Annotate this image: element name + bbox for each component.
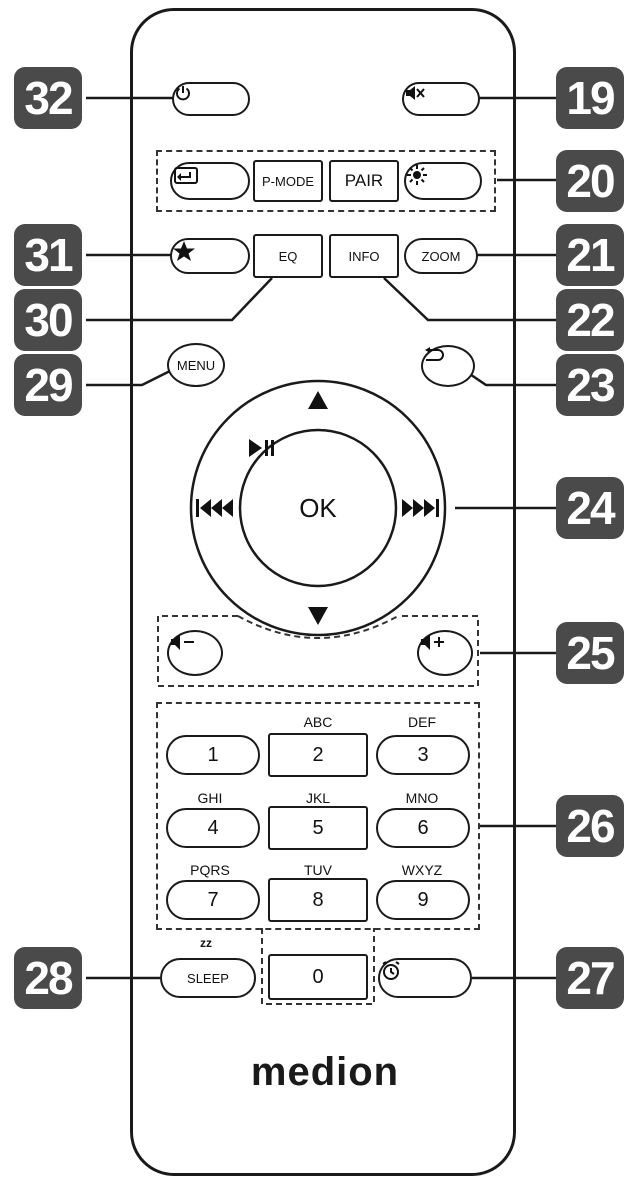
keypad-group-outline: [156, 702, 480, 930]
key-4[interactable]: 4: [166, 808, 260, 848]
callout-25: 25: [556, 622, 624, 684]
key-2-letters: ABC: [303, 714, 333, 730]
key-6-letters: MNO: [405, 790, 439, 806]
key-5-label: 5: [312, 816, 324, 839]
mute-button[interactable]: [402, 82, 480, 116]
mode-switch-icon: [174, 167, 198, 184]
ok-label: OK: [299, 492, 337, 523]
sleep-zz-icon: zz: [200, 936, 212, 950]
zoom-button[interactable]: ZOOM: [404, 238, 478, 274]
key-8-letters: TUV: [304, 862, 332, 878]
key-7-label: 7: [207, 888, 219, 911]
callout-32: 32: [14, 67, 82, 129]
power-button[interactable]: [172, 82, 250, 116]
leader-29: [86, 366, 177, 387]
key-9-letters: WXYZ: [401, 862, 443, 878]
key-2[interactable]: 2: [268, 733, 368, 777]
pmode-label: P-MODE: [262, 173, 314, 189]
eq-label: EQ: [278, 248, 298, 264]
alarm-clock-icon: [382, 961, 400, 980]
callout-19: 19: [556, 67, 624, 129]
key-0-label: 0: [312, 965, 324, 988]
key-7[interactable]: 7: [166, 880, 260, 920]
key-0[interactable]: 0: [268, 954, 368, 1000]
volume-down-icon: [171, 634, 194, 650]
alarm-button[interactable]: [378, 958, 472, 998]
brightness-button[interactable]: [404, 162, 482, 200]
volume-up-icon: [421, 634, 444, 650]
back-button[interactable]: [421, 345, 475, 387]
ok-play-pause-button[interactable]: OK: [248, 438, 388, 578]
key-4-letters: GHI: [197, 790, 223, 806]
zero-key-group-outline: [261, 928, 375, 1005]
callout-24: 24: [556, 477, 624, 539]
leader-30: [86, 277, 273, 322]
info-button[interactable]: INFO: [329, 234, 399, 278]
key-1-label: 1: [207, 743, 219, 766]
key-8-label: 8: [312, 888, 324, 911]
next-track-icon: [402, 499, 439, 517]
callout-23: 23: [556, 354, 624, 416]
zoom-label: ZOOM: [421, 248, 461, 264]
callout-22: 22: [556, 289, 624, 351]
pair-button[interactable]: PAIR: [329, 160, 399, 202]
previous-track-icon: [196, 499, 233, 517]
leader-22: [383, 277, 556, 322]
down-button[interactable]: [298, 600, 338, 630]
key-2-label: 2: [312, 743, 324, 766]
key-5[interactable]: 5: [268, 806, 368, 850]
sleep-label: SLEEP: [187, 970, 229, 986]
favorite-button[interactable]: [170, 238, 250, 274]
key-1[interactable]: 1: [166, 735, 260, 775]
key-9[interactable]: 9: [376, 880, 470, 920]
mode-switch-button[interactable]: [170, 162, 250, 200]
callout-20: 20: [556, 150, 624, 212]
key-6[interactable]: 6: [376, 808, 470, 848]
callout-21: 21: [556, 224, 624, 286]
power-icon: [176, 86, 190, 101]
ok-ring: [238, 428, 398, 588]
key-9-label: 9: [417, 888, 429, 911]
pmode-button[interactable]: P-MODE: [253, 160, 323, 202]
key-4-label: 4: [207, 816, 219, 839]
previous-button[interactable]: [192, 492, 238, 524]
callout-31: 31: [14, 224, 82, 286]
menu-button[interactable]: MENU: [167, 343, 225, 387]
up-arrow-icon: [308, 391, 328, 409]
callout-27: 27: [556, 947, 624, 1009]
menu-label: MENU: [176, 357, 216, 373]
key-7-letters: PQRS: [190, 862, 230, 878]
key-3[interactable]: 3: [376, 735, 470, 775]
star-icon: [173, 241, 195, 261]
pair-label: PAIR: [344, 171, 384, 190]
key-8[interactable]: 8: [268, 878, 368, 922]
key-6-label: 6: [417, 816, 429, 839]
eq-button[interactable]: EQ: [253, 234, 323, 278]
back-icon: [425, 347, 444, 361]
play-pause-icon: [249, 439, 274, 457]
sleep-button[interactable]: SLEEP: [160, 958, 256, 998]
volume-up-button[interactable]: [417, 630, 473, 676]
key-3-letters: DEF: [408, 714, 436, 730]
key-5-letters: JKL: [305, 790, 331, 806]
up-button[interactable]: [298, 386, 338, 416]
callout-29: 29: [14, 354, 82, 416]
next-button[interactable]: [398, 492, 444, 524]
mute-icon: [406, 86, 425, 100]
callout-30: 30: [14, 289, 82, 351]
brightness-icon: [407, 165, 427, 185]
key-3-label: 3: [417, 743, 429, 766]
brand-logo: medion: [250, 1050, 400, 1094]
volume-down-button[interactable]: [167, 630, 223, 676]
mode-group-outline: [156, 150, 496, 212]
callout-28: 28: [14, 947, 82, 1009]
info-label: INFO: [348, 248, 380, 264]
callout-26: 26: [556, 795, 624, 857]
